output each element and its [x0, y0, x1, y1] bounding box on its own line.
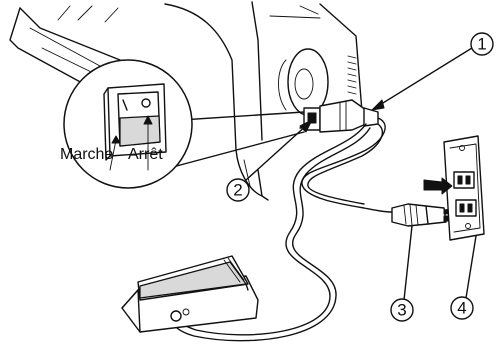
wall-outlet: [424, 136, 484, 240]
switch-labels: Marche Arrêt: [60, 146, 163, 163]
callout-3-number: 3: [397, 301, 406, 320]
callout-4-number: 4: [457, 299, 466, 318]
callout-2-number: 2: [233, 181, 242, 200]
switch-magnifier: [64, 60, 304, 188]
power-cord-connector: [320, 100, 378, 132]
label-arret: Arrêt: [128, 146, 163, 163]
callout-1-number: 1: [477, 35, 486, 54]
callout-3: 3: [391, 226, 413, 321]
callout-4: 4: [451, 236, 476, 319]
label-marche: Marche: [60, 146, 113, 163]
foot-controller: [122, 256, 258, 332]
callout-2: 2: [227, 120, 312, 201]
callout-1: 1: [372, 33, 493, 110]
